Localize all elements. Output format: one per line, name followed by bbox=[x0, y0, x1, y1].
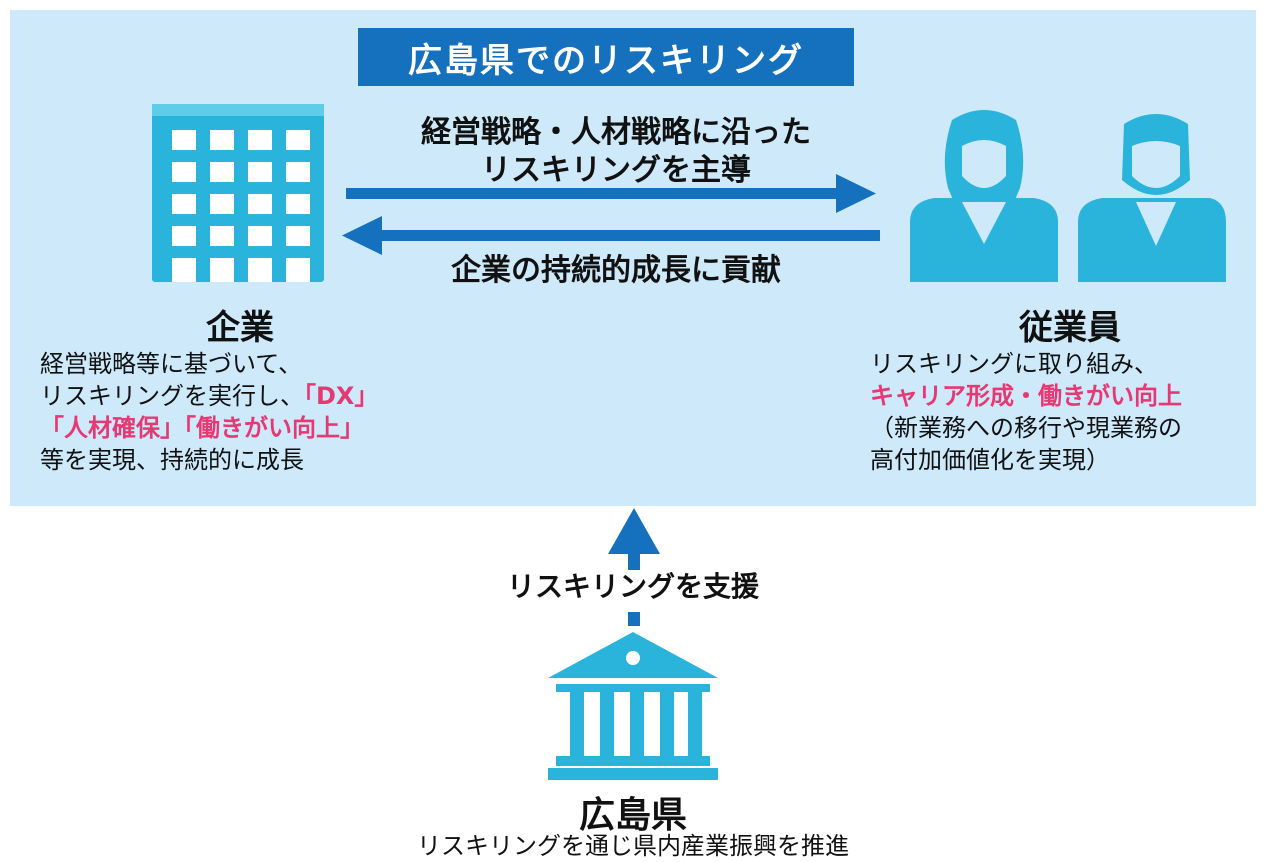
company-highlight-goals: 「人材確保」「働きがい向上」 bbox=[40, 414, 364, 442]
office-building-icon bbox=[152, 104, 324, 282]
company-desc-line2: リスキリングを実行し、「DX」 bbox=[40, 380, 378, 412]
employee-desc-line3: （新業務への移行や現業務の bbox=[870, 414, 1182, 442]
employee-highlight-career: キャリア形成・働きがい向上 bbox=[870, 382, 1182, 410]
employee-desc-line1: リスキリングに取り組み、 bbox=[870, 350, 1158, 378]
diagram-title: 広島県でのリスキリング bbox=[358, 28, 854, 86]
prefecture-name: 広島県 bbox=[578, 795, 687, 836]
company-desc-line4: 等を実現、持続的に成長 bbox=[40, 446, 304, 474]
support-arrow bbox=[608, 508, 660, 626]
support-label: リスキリングを支援 bbox=[506, 570, 759, 603]
company-desc-line1: 経営戦略等に基づいて、 bbox=[40, 350, 303, 378]
employee-name: 従業員 bbox=[1019, 308, 1121, 348]
arrow-bottom-label: 企業の持続的成長に貢献 bbox=[451, 253, 781, 288]
arrow-left bbox=[342, 216, 880, 255]
company-description: 経営戦略等に基づいて、 リスキリングを実行し、「DX」 「人材確保」「働きがい向… bbox=[40, 348, 378, 476]
government-building-icon bbox=[548, 632, 718, 780]
company-desc-line2-text: リスキリングを実行し、 bbox=[40, 382, 304, 410]
prefecture-description: リスキリングを通じ県内産業振興を推進 bbox=[417, 832, 849, 860]
arrow-right bbox=[346, 174, 876, 213]
arrow-top-label-line2: リスキリングを主導 bbox=[481, 153, 751, 188]
company-name: 企業 bbox=[206, 308, 274, 348]
employee-desc-line4: 高付加価値化を実現） bbox=[870, 446, 1110, 474]
company-highlight-dx: 「DX」 bbox=[304, 382, 379, 410]
arrow-top-label-line1: 経営戦略・人材戦略に沿った bbox=[421, 115, 811, 150]
employees-icon bbox=[910, 110, 1226, 282]
arrow-top-label: 経営戦略・人材戦略に沿った リスキリングを主導 bbox=[346, 114, 886, 190]
employee-description: リスキリングに取り組み、 キャリア形成・働きがい向上 （新業務への移行や現業務の… bbox=[870, 348, 1182, 476]
